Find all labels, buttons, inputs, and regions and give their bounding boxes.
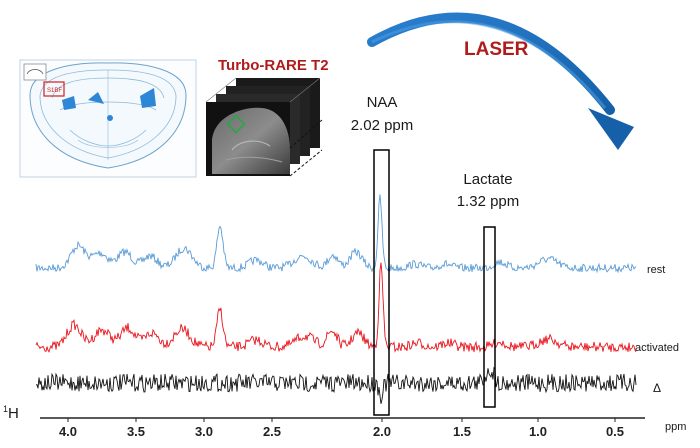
atlas-inset xyxy=(23,63,47,81)
ppm-unit-label: ppm xyxy=(665,421,687,433)
axis-tick-label: 2.0 xyxy=(373,424,391,439)
trace-label-activated: activated xyxy=(635,342,680,354)
atlas-roi-box xyxy=(43,81,65,97)
trace-activated xyxy=(35,262,637,353)
trace-delta xyxy=(35,366,637,404)
axis-tick-label: 1.0 xyxy=(529,424,547,439)
trace-label-delta: Δ xyxy=(653,381,662,395)
axis-tick-label: 0.5 xyxy=(606,424,624,439)
spectra xyxy=(35,194,637,404)
axis-tick-label: 4.0 xyxy=(59,424,77,439)
nucleus-mass-number: 1 xyxy=(3,404,9,414)
sequence-label: Turbo-RARE T2 xyxy=(218,57,329,74)
brain-atlas xyxy=(19,59,197,178)
ppm-axis: 4.0 3.5 3.0 2.5 2.0 1.5 1.0 0.5 xyxy=(40,417,645,439)
naa-ppm: 2.02 ppm xyxy=(350,117,414,134)
atlas-highlight-right xyxy=(140,88,156,108)
axis-tick-label: 2.5 xyxy=(263,424,281,439)
mri-stack xyxy=(205,77,323,177)
laser-arrowhead xyxy=(588,108,634,150)
naa-box xyxy=(373,149,390,416)
lactate-box xyxy=(483,226,496,408)
nucleus-label: 1H xyxy=(3,404,19,422)
axis-tick-label: 3.5 xyxy=(127,424,145,439)
trace-label-rest: rest xyxy=(647,264,666,276)
atlas-roi-label: S1BF xyxy=(47,88,62,94)
nucleus-symbol: H xyxy=(8,405,19,422)
laser-arrow xyxy=(367,12,634,150)
lactate-name: Lactate xyxy=(463,171,513,188)
trace-rest xyxy=(35,194,637,274)
axis-tick-label: 3.0 xyxy=(195,424,213,439)
axis-tick-label: 1.5 xyxy=(453,424,471,439)
laser-label: LASER xyxy=(464,39,529,60)
mri-roi-box xyxy=(226,114,246,134)
lactate-ppm: 1.32 ppm xyxy=(456,193,520,210)
naa-name: NAA xyxy=(366,94,398,111)
atlas-highlight-left xyxy=(88,92,104,104)
